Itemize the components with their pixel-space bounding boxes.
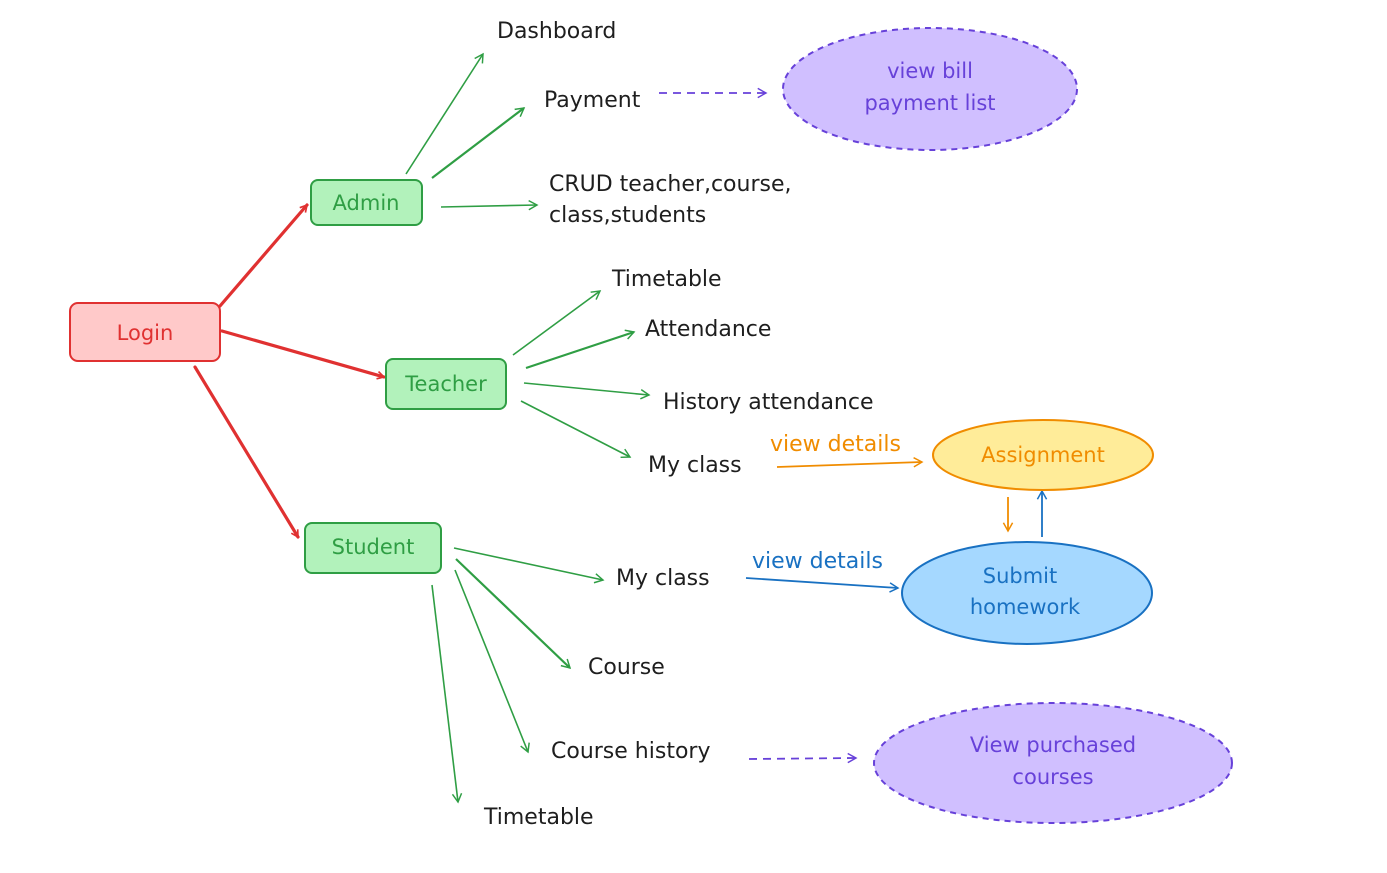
teacher-attendance-label: Attendance <box>645 317 771 342</box>
assignment-ellipse[interactable]: Assignment <box>932 419 1154 491</box>
edge-admin-dashboard <box>405 52 484 175</box>
student-course-label: Course <box>588 655 665 680</box>
student-coursehistory-label: Course history <box>551 739 710 764</box>
view-bill-ellipse[interactable]: view bill payment list <box>782 27 1078 151</box>
view-bill-line-2: payment list <box>864 91 995 115</box>
submit-homework-ellipse[interactable]: Submit homework <box>901 541 1153 645</box>
student-node[interactable]: Student <box>304 522 442 574</box>
admin-payment-label: Payment <box>544 88 641 113</box>
teacher-view-details-label: view details <box>770 432 901 457</box>
admin-crud-line-2: class,students <box>549 203 706 228</box>
edge-student-myclass <box>453 547 605 584</box>
teacher-label: Teacher <box>404 372 487 396</box>
student-view-details-label: view details <box>752 549 883 574</box>
student-label: Student <box>332 535 415 559</box>
teacher-edges <box>512 290 651 459</box>
edge-admin-payment <box>431 107 526 179</box>
edge-teacher-history <box>523 382 651 400</box>
teacher-history-attendance-label: History attendance <box>663 390 874 415</box>
edge-teacher-attendance <box>525 329 636 370</box>
teacher-timetable-label: Timetable <box>611 267 722 292</box>
submit-homework-line-2: homework <box>970 595 1081 619</box>
edge-login-teacher <box>220 329 384 377</box>
view-purchased-ellipse[interactable]: View purchased courses <box>873 702 1233 824</box>
admin-dashboard-label: Dashboard <box>497 19 616 44</box>
student-timetable-label: Timetable <box>483 805 594 830</box>
view-purchased-line-1: View purchased <box>970 733 1136 757</box>
edge-teacher-timetable <box>512 290 602 356</box>
admin-node[interactable]: Admin <box>310 179 423 226</box>
admin-crud-line-1: CRUD teacher,course, <box>549 172 791 197</box>
login-label: Login <box>117 321 174 345</box>
edge-student-myclass-submit <box>745 577 900 593</box>
view-bill-line-1: view bill <box>887 59 973 83</box>
edge-login-admin <box>218 203 309 308</box>
edge-student-timetable <box>431 584 463 804</box>
edge-admin-crud <box>440 199 539 211</box>
student-myclass-label: My class <box>616 566 710 591</box>
edge-coursehistory-viewpurchased <box>748 752 858 764</box>
login-edges <box>193 203 384 539</box>
submit-homework-line-1: Submit <box>983 564 1058 588</box>
view-purchased-line-2: courses <box>1012 765 1093 789</box>
teacher-node[interactable]: Teacher <box>385 358 507 410</box>
edge-teacher-myclass-assignment <box>776 457 924 468</box>
login-node[interactable]: Login <box>69 302 221 362</box>
edge-student-course <box>455 558 572 670</box>
admin-label: Admin <box>333 191 400 215</box>
student-edges <box>431 547 605 804</box>
edge-student-coursehistory <box>454 569 530 754</box>
teacher-myclass-label: My class <box>648 453 742 478</box>
edge-teacher-myclass <box>520 400 632 459</box>
edge-login-student <box>193 365 300 539</box>
assignment-label: Assignment <box>981 443 1105 467</box>
admin-edges <box>405 52 539 211</box>
